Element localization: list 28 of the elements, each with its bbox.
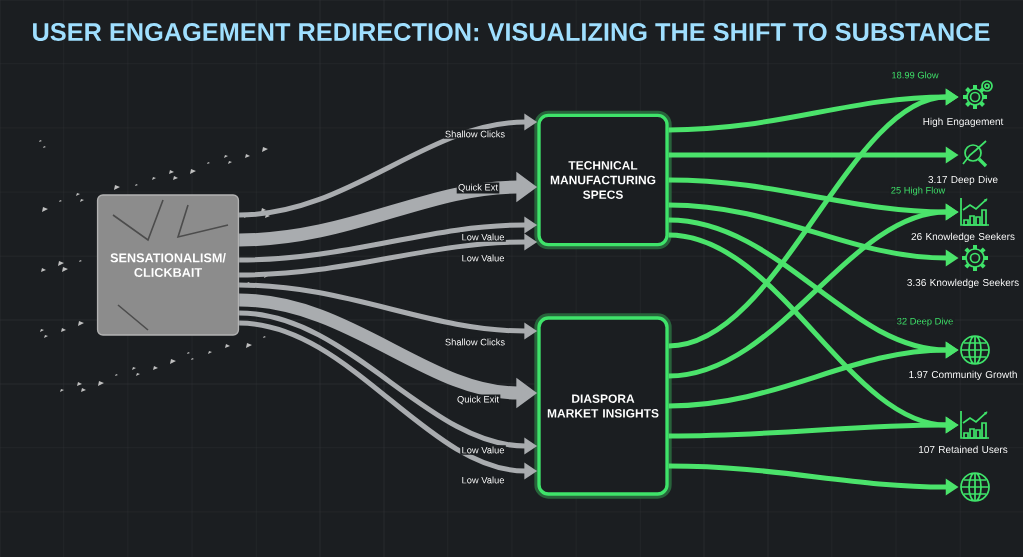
edge-label: Low Value — [462, 476, 505, 484]
edge-label: Quick Ext — [458, 183, 498, 193]
gear-icon — [962, 245, 988, 271]
icon-caption: 3.36 Knowledge Seekers — [907, 278, 1019, 289]
icon-caption: 3.17 Deep Dive — [928, 175, 998, 186]
gears-icon — [963, 80, 993, 109]
shattered-box: SENSATIONALISM/ CLICKBAIT — [96, 194, 240, 336]
edge-label: Low Value — [462, 233, 505, 241]
edge-label: 25 High Flow — [891, 186, 946, 196]
title: USER ENGAGEMENT REDIRECTION: VISUALIZING THE SHIFT TO SUBSTANCE — [33, 23, 990, 41]
edge-label: Shallow Clicks — [445, 130, 505, 138]
edge-label: Low Value — [462, 254, 505, 262]
bar-chart-icon — [960, 410, 990, 439]
topic-box: TECHNICAL MANUFACTURING SPECS — [534, 110, 672, 250]
globe-icon — [960, 472, 990, 502]
edge-label: Shallow Clicks — [445, 338, 505, 346]
globe-icon — [960, 335, 990, 365]
icon-caption: 26 Knowledge Seekers — [911, 232, 1015, 243]
icon-caption: High Engagement — [923, 117, 1004, 128]
magnifier-icon — [962, 140, 988, 168]
topic-box: DIASPORA MARKET INSIGHTS — [534, 313, 672, 499]
edge-label: Low Value — [462, 446, 505, 454]
edge-label: 18.99 Glow — [892, 71, 939, 79]
bar-chart-icon — [960, 197, 990, 226]
edge-label: 32 Deep Dive — [897, 317, 953, 327]
icon-caption: 107 Retained Users — [919, 445, 1008, 454]
edge-label: Quick Exit — [457, 395, 499, 405]
icon-caption: 1.97 Community Growth — [909, 370, 1017, 381]
